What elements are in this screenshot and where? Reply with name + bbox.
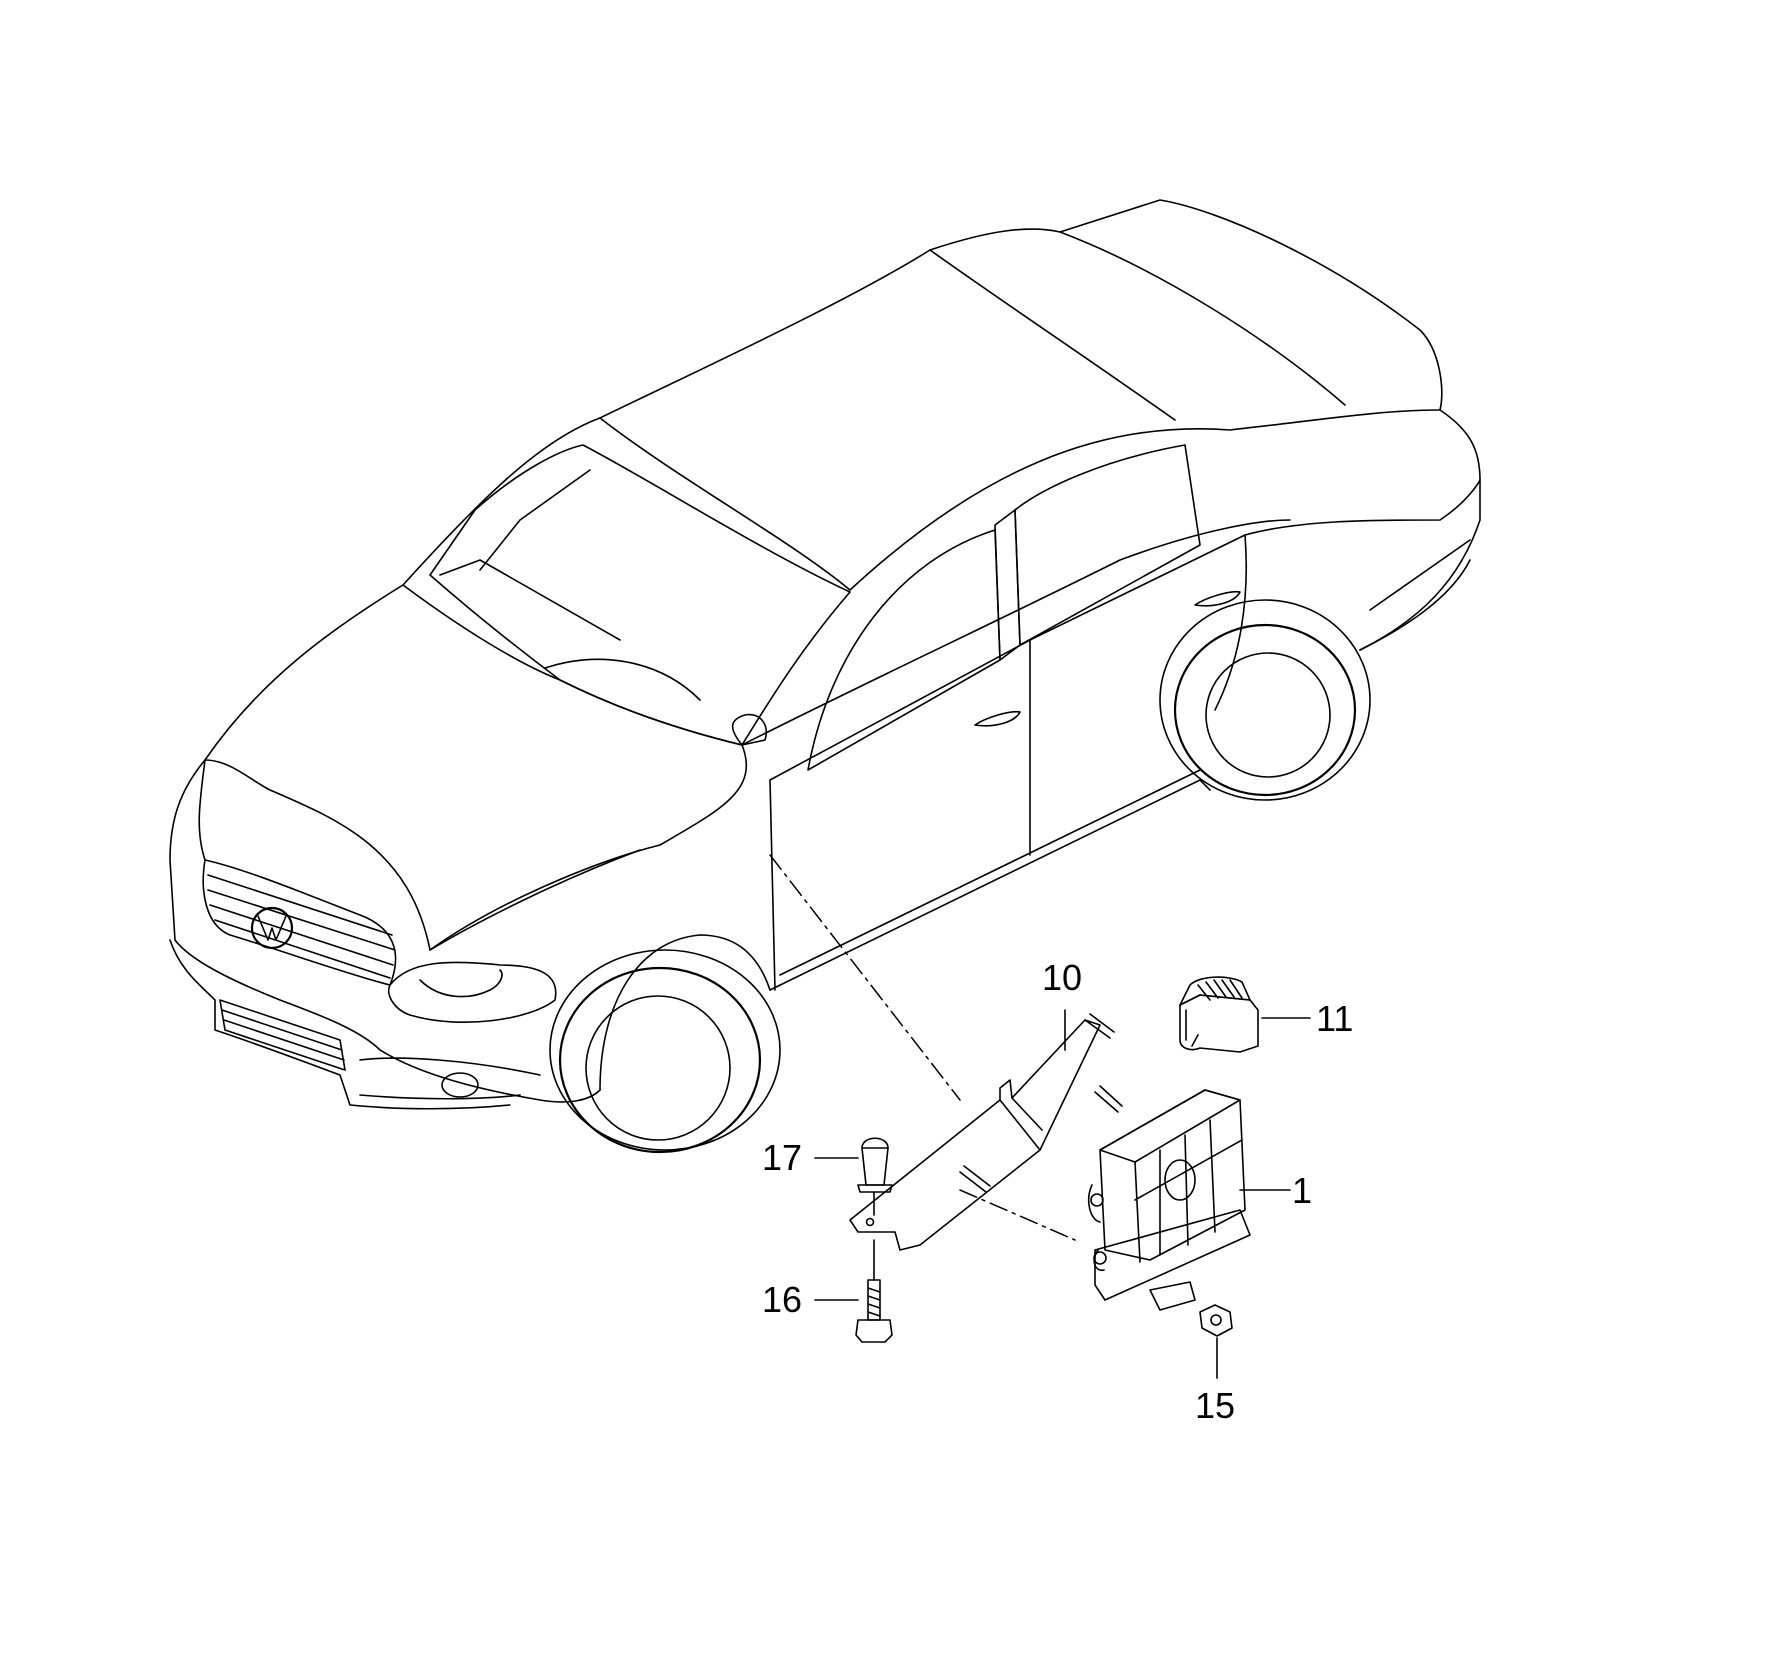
part-16-screw[interactable] (855, 1239, 893, 1343)
callout-label-11: 11 (1316, 998, 1353, 1039)
car-rear-quarter (1244, 479, 1481, 651)
location-leader-line-2 (959, 1189, 1076, 1241)
vw-badge-icon (250, 906, 294, 950)
clip-nut-flange (857, 1184, 893, 1193)
car-rear-rim (1205, 652, 1331, 778)
car-front-fender (599, 934, 771, 1091)
car-grille (202, 859, 397, 986)
relay-clip (1185, 1009, 1199, 1047)
stud-lower (959, 1165, 991, 1193)
bracket-hole (865, 1217, 875, 1227)
car-fog-surround (359, 1057, 541, 1100)
control-unit-body (1099, 1089, 1246, 1261)
screw-head (855, 1319, 893, 1343)
car-front-door-handle (974, 710, 1021, 727)
car-roofline-inner (599, 409, 1441, 591)
car-side-sill (769, 769, 1211, 991)
car-bumper (169, 939, 511, 1110)
location-leader-line (769, 854, 961, 1101)
car-hood (204, 584, 748, 951)
control-unit-mount-hole-2 (1093, 1251, 1107, 1265)
car-hood-crease (198, 759, 641, 951)
control-unit-mount-hole (1090, 1193, 1104, 1207)
car-rear-door-handle (1194, 590, 1241, 607)
car-front-side-window (807, 529, 1001, 771)
car-headlight (388, 961, 557, 1023)
car-headlight-inner (419, 969, 503, 998)
car-lower-grille (219, 999, 346, 1071)
control-unit-ribs (1134, 1119, 1243, 1263)
part-11-relay[interactable] (1179, 976, 1259, 1053)
control-unit-connector-socket (1164, 1159, 1196, 1201)
stud-upper (1084, 1013, 1115, 1039)
car-rear-bumper (1359, 539, 1471, 651)
control-unit-foot (1149, 1281, 1196, 1311)
car-roof-ridge (929, 249, 1176, 421)
bracket-flange (999, 1097, 1043, 1151)
car-front-face (169, 759, 601, 1103)
hex-nut (1199, 1304, 1233, 1337)
vw-badge-mark (257, 915, 287, 941)
relay-ribs (1197, 979, 1243, 1001)
control-unit-top (1099, 1089, 1241, 1163)
car-front-tire (558, 966, 762, 1154)
callout-label-10: 10 (1042, 957, 1082, 998)
car-windshield (429, 444, 851, 746)
clip-nut-cap (861, 1137, 889, 1149)
car-b-pillar (994, 509, 1021, 661)
callout-label-17: 17 (762, 1137, 802, 1178)
car-front-rim (585, 995, 731, 1141)
callout-label-16: 16 (762, 1279, 802, 1320)
car-rear-door (1029, 534, 1248, 711)
car-foglight (441, 1072, 479, 1098)
car-grille-slats (207, 874, 396, 979)
hex-nut-hole (1210, 1314, 1222, 1326)
callout-label-15: 15 (1195, 1385, 1235, 1426)
part-15-nut[interactable] (1199, 1304, 1233, 1337)
car-rear-wheel-arch (1159, 599, 1371, 801)
callout-label-1: 1 (1292, 1170, 1312, 1211)
car-beltline (741, 519, 1291, 746)
clip-nut-body (861, 1147, 889, 1186)
car-windshield-inner (439, 469, 701, 701)
stud-middle (1094, 1085, 1123, 1113)
relay-body (1179, 994, 1259, 1053)
part-17-clip-nut[interactable] (857, 1137, 893, 1216)
car-front-door (769, 639, 1031, 991)
car-rear-tire (1173, 623, 1357, 797)
screw-thread (867, 1287, 881, 1317)
bracket-plate (849, 1019, 1101, 1251)
control-unit-base (1094, 1209, 1251, 1301)
car-roof-outline (402, 199, 1481, 586)
car-rear-side-window (1014, 444, 1201, 646)
car-side-mirror (731, 713, 767, 746)
car-roof-ridge-2 (1059, 231, 1346, 406)
vehicle-illustration (169, 199, 1481, 1154)
part-10-bracket[interactable] (849, 1013, 1123, 1251)
part-1-control-unit[interactable] (1088, 1089, 1251, 1311)
car-front-wheel-arch (549, 949, 781, 1151)
